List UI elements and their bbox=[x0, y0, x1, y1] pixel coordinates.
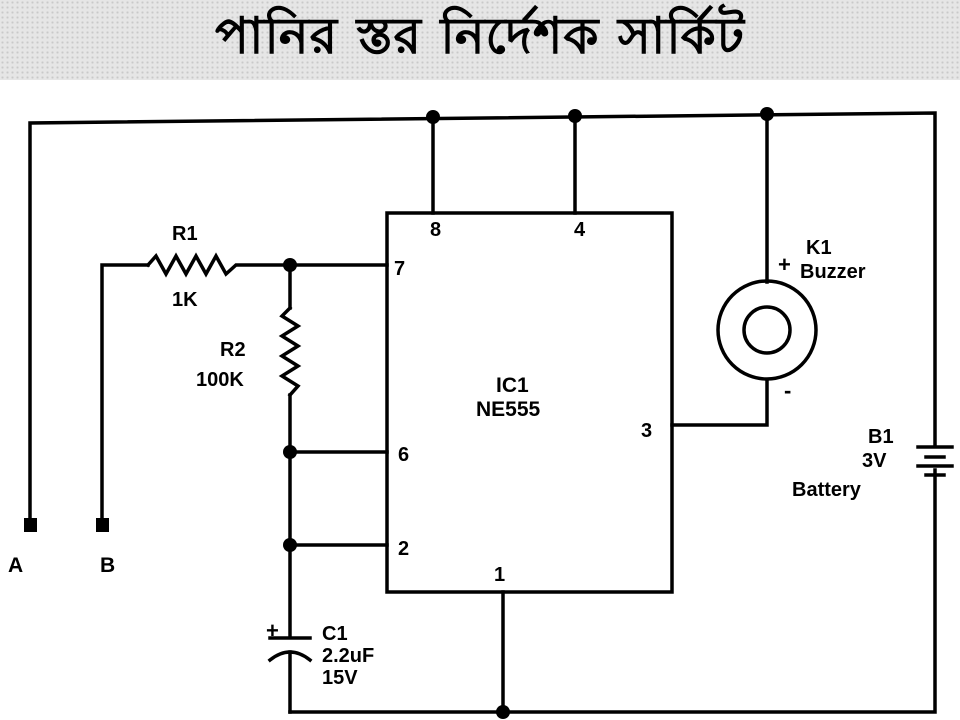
k1-minus: - bbox=[784, 378, 791, 403]
b1-type: Battery bbox=[792, 479, 862, 501]
r2-value: 100K bbox=[196, 369, 244, 391]
junction-dot bbox=[283, 258, 297, 272]
ic-body bbox=[385, 211, 674, 594]
ic-pin-1: 1 bbox=[494, 564, 505, 586]
junction-dot bbox=[496, 705, 510, 719]
r1-resistor bbox=[145, 252, 292, 278]
ic-pin-4: 4 bbox=[574, 219, 586, 241]
buzzer-outer bbox=[716, 279, 818, 381]
b1-value: 3V bbox=[862, 450, 887, 472]
c1-value: 2.2uF bbox=[322, 645, 374, 667]
terminal-a-label: A bbox=[8, 554, 23, 577]
wire-terminal-b bbox=[100, 263, 150, 527]
title-banner: পানির স্তর নির্দেশক সার্কিট bbox=[0, 0, 960, 80]
r1-value: 1K bbox=[172, 289, 198, 311]
c1-ref: C1 bbox=[322, 623, 348, 645]
ic-name: IC1 bbox=[496, 374, 529, 397]
junction-dot bbox=[568, 109, 582, 123]
terminal-b-label: B bbox=[100, 554, 115, 577]
junction-dot bbox=[426, 110, 440, 124]
r1-ref: R1 bbox=[172, 223, 198, 245]
k1-type: Buzzer bbox=[800, 261, 866, 283]
junction-dot bbox=[283, 538, 297, 552]
b1-ref: B1 bbox=[868, 426, 894, 448]
junction-dot bbox=[283, 445, 297, 459]
terminal-a-pad bbox=[24, 518, 37, 532]
buzzer-inner bbox=[742, 305, 792, 355]
c1-voltage: 15V bbox=[322, 667, 358, 689]
ic-pin-8: 8 bbox=[430, 219, 441, 241]
terminal-b-pad bbox=[96, 518, 109, 532]
c1-polarity: + bbox=[266, 618, 279, 643]
ic-pin-2: 2 bbox=[398, 538, 409, 560]
k1-ref: K1 bbox=[806, 237, 832, 259]
page-title: পানির স্তর নির্দেশক সার্কিট bbox=[215, 6, 745, 65]
junction-dot bbox=[760, 107, 774, 121]
ic-pin-3: 3 bbox=[641, 420, 652, 442]
wire-top-rail bbox=[28, 111, 937, 527]
k1-plus: + bbox=[778, 252, 791, 277]
ic-pin-7: 7 bbox=[394, 258, 405, 280]
r2-ref: R2 bbox=[220, 339, 246, 361]
ic-part: NE555 bbox=[476, 398, 541, 421]
ic-pin-6: 6 bbox=[398, 444, 409, 466]
r2-resistor bbox=[278, 305, 302, 398]
wire-buzzer-bottom bbox=[670, 378, 769, 427]
